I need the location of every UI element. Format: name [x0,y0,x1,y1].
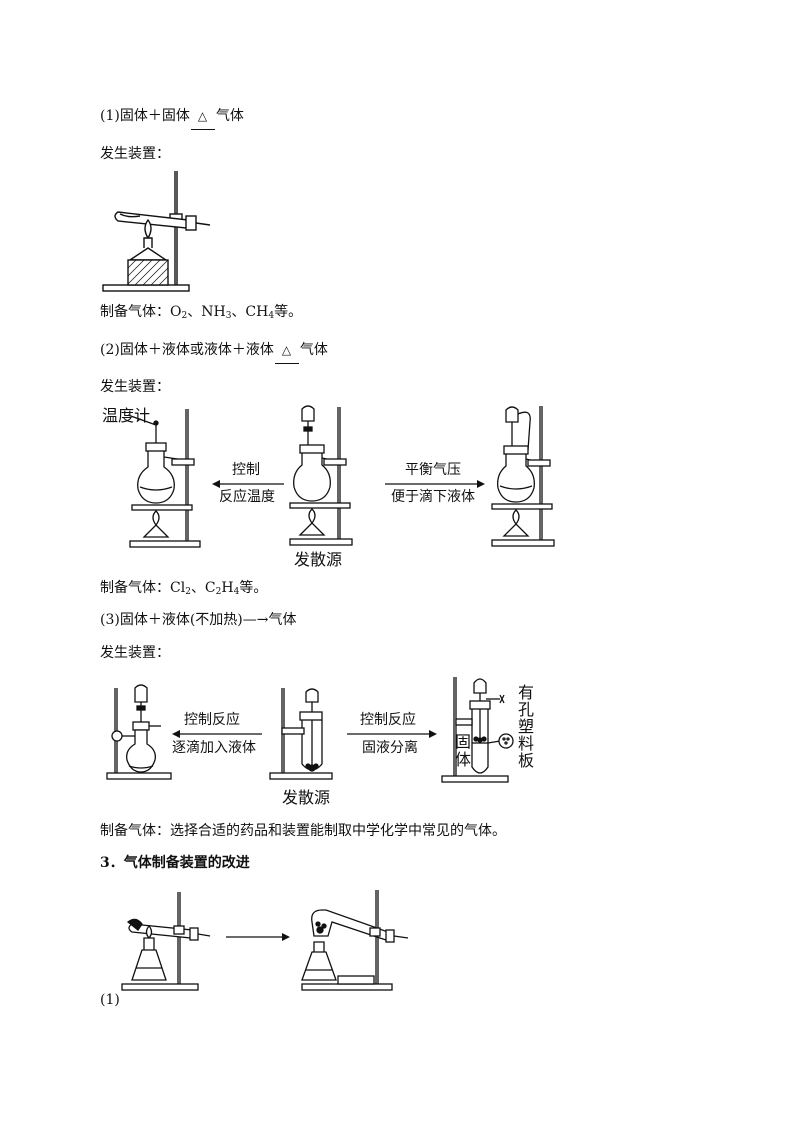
apparatus-pressure-balanced-flask [491,406,555,547]
right-arrow-label-top-3: 控制反应 [360,712,416,728]
perforated-plate-label: 有 孔 塑 料 板 [518,683,535,770]
improvement-item-label: (1) [100,992,120,1008]
apparatus-improvement-after [301,890,409,991]
left-arrow-label-top-3: 控制反应 [184,712,240,728]
right-arrow-label-bottom-2: 便于滴下液体 [391,489,475,505]
right-arrow-label-top-2: 平衡气压 [405,462,461,478]
equation-1: (1)固体＋固体△气体 [100,107,244,130]
gases-line-1: 制备气体：O2、NH3、CH4等。 [100,304,303,321]
thermometer-label: 温度计 [102,406,151,425]
section-heading-3: 3．气体制备装置的改进 [100,855,250,871]
source-label-2: 发散源 [294,550,343,569]
apparatus-source-test-tube-3 [269,688,333,780]
equation-2: (2)固体＋液体或液体＋液体△气体 [100,341,328,364]
left-arrow-label-top-2: 控制 [232,462,260,478]
source-label-3: 发散源 [282,788,331,807]
left-arrow-3 [172,730,262,738]
device-label-2: 发生装置： [100,379,170,395]
equation-3: (3)固体＋液体(不加热)—→气体 [100,612,297,628]
apparatus-solid-solid-heating [102,171,211,292]
gases-line-2: 制备气体：Cl2、C2H4等。 [100,580,268,597]
apparatus-perforated-plate-tube [441,677,514,783]
gases-line-3: 制备气体：选择合适的药品和装置能制取中学化学中常见的气体。 [100,823,506,839]
right-arrow-2 [385,480,485,488]
right-arrow-3 [347,730,437,738]
right-arrow-label-bottom-3: 固液分离 [362,740,418,756]
improvement-arrow [226,933,290,941]
apparatus-thermometer-flask [128,409,201,548]
left-arrow-2 [212,480,284,488]
apparatus-source-flask-2 [289,405,353,546]
left-arrow-label-bottom-2: 反应温度 [219,489,275,505]
device-label-1: 发生装置： [100,146,170,162]
left-arrow-label-bottom-3: 逐滴加入液体 [172,740,256,756]
apparatus-dropping-funnel-flask [106,684,172,780]
apparatus-improvement-before [121,892,211,991]
device-label-3: 发生装置： [100,645,170,661]
solid-label-3: 固体 [455,732,472,769]
